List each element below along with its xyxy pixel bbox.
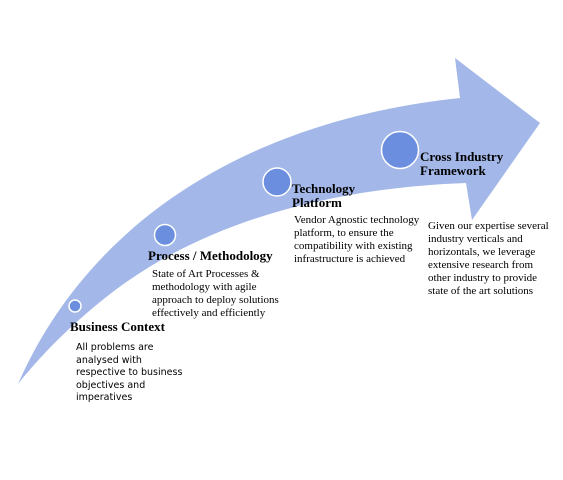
stage-marker-technology-platform — [262, 167, 292, 197]
stage-marker-cross-industry-framework — [380, 130, 420, 170]
stage-title-technology-platform-line1: Technology — [292, 181, 356, 196]
stage-title-cross-industry-framework-line2: Framework — [420, 163, 486, 178]
stage-marker-business-context — [68, 299, 82, 313]
stage-title-cross-industry-framework-line1: Cross Industry — [420, 149, 504, 164]
stage-title-technology-platform-line2: Platform — [292, 195, 342, 210]
stage-description-business-context: All problems are analysed with respectiv… — [76, 342, 183, 403]
stage-description-cross-industry-framework: Given our expertise several industry ver… — [428, 220, 549, 297]
stage-description-technology-platform: Vendor Agnostic technology platform, to … — [294, 214, 420, 265]
stage-title-process-methodology: Process / Methodology — [148, 248, 273, 263]
stage-marker-process-methodology — [153, 223, 177, 247]
stage-description-process-methodology: State of Art Processes & methodology wit… — [152, 268, 279, 319]
stage-title-business-context: Business Context — [70, 319, 165, 334]
